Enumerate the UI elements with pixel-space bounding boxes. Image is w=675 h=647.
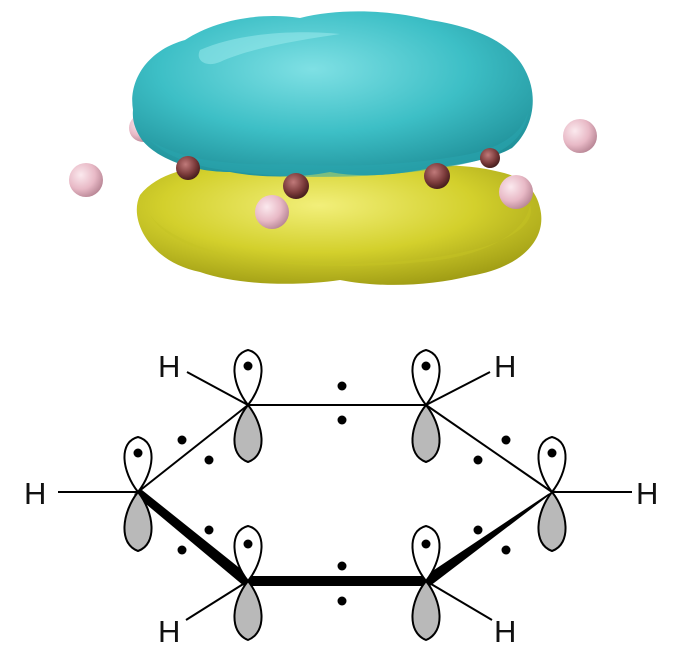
electron-dot	[133, 448, 143, 458]
electron-dot	[421, 361, 431, 371]
label-h-top-right: H	[494, 349, 516, 384]
p-orbital-top-left	[233, 348, 263, 464]
electron-dot	[421, 539, 431, 549]
pi-electron-dots	[177, 381, 511, 606]
electron-dot	[243, 539, 253, 549]
p-orbital-left	[123, 435, 153, 553]
electron-dot	[547, 448, 557, 458]
label-h-top-left: H	[158, 349, 180, 384]
p-orbital-top-right	[411, 348, 441, 464]
carbon-sphere	[480, 148, 500, 168]
bond-lower-right	[422, 490, 556, 586]
label-h-right: H	[636, 476, 658, 511]
ch-bonds	[58, 371, 632, 621]
p-orbital-bottom-left	[233, 524, 263, 642]
hydrogen-sphere	[563, 119, 597, 153]
label-h-bottom-left: H	[158, 614, 180, 647]
label-h-bottom-right: H	[494, 614, 516, 647]
carbon-sphere	[424, 163, 450, 189]
hydrogen-sphere	[69, 163, 103, 197]
ch-bond-top-right	[425, 371, 491, 406]
electron-dot	[473, 455, 483, 465]
electron-dot	[243, 361, 253, 371]
electron-dot	[473, 525, 483, 535]
pi-lobe-bottom	[136, 162, 542, 285]
electron-dot	[204, 525, 214, 535]
electron-dot	[177, 435, 187, 445]
ring-bonds	[137, 404, 553, 493]
p-orbital-diagram	[58, 348, 632, 642]
bond-upper-right	[425, 404, 553, 493]
electron-dot	[337, 381, 347, 391]
p-orbital-right	[537, 435, 567, 553]
hydrogen-sphere	[499, 175, 533, 209]
bond-upper-left	[137, 404, 249, 493]
electron-dot	[177, 545, 187, 555]
electron-dot	[204, 455, 214, 465]
ch-bond-bottom-left	[185, 580, 249, 621]
carbon-sphere	[283, 173, 309, 199]
hydrogen-sphere	[255, 195, 289, 229]
ch-bond-bottom-right	[425, 580, 493, 621]
electron-dot	[337, 561, 347, 571]
pi-lobe-top	[132, 11, 533, 177]
electron-dot	[337, 596, 347, 606]
carbon-sphere	[176, 156, 200, 180]
electron-dot	[501, 545, 511, 555]
p-orbital-bottom-right	[411, 524, 441, 642]
pi-orbital-model	[69, 11, 597, 285]
bond-bottom	[248, 576, 426, 586]
atom-labels: H H H H H H	[24, 349, 658, 647]
ch-bond-top-left	[186, 371, 249, 406]
electron-dot	[501, 435, 511, 445]
electron-dot	[337, 415, 347, 425]
ring-bonds-front	[134, 490, 556, 586]
bond-lower-left	[134, 490, 252, 586]
label-h-left: H	[24, 476, 46, 511]
